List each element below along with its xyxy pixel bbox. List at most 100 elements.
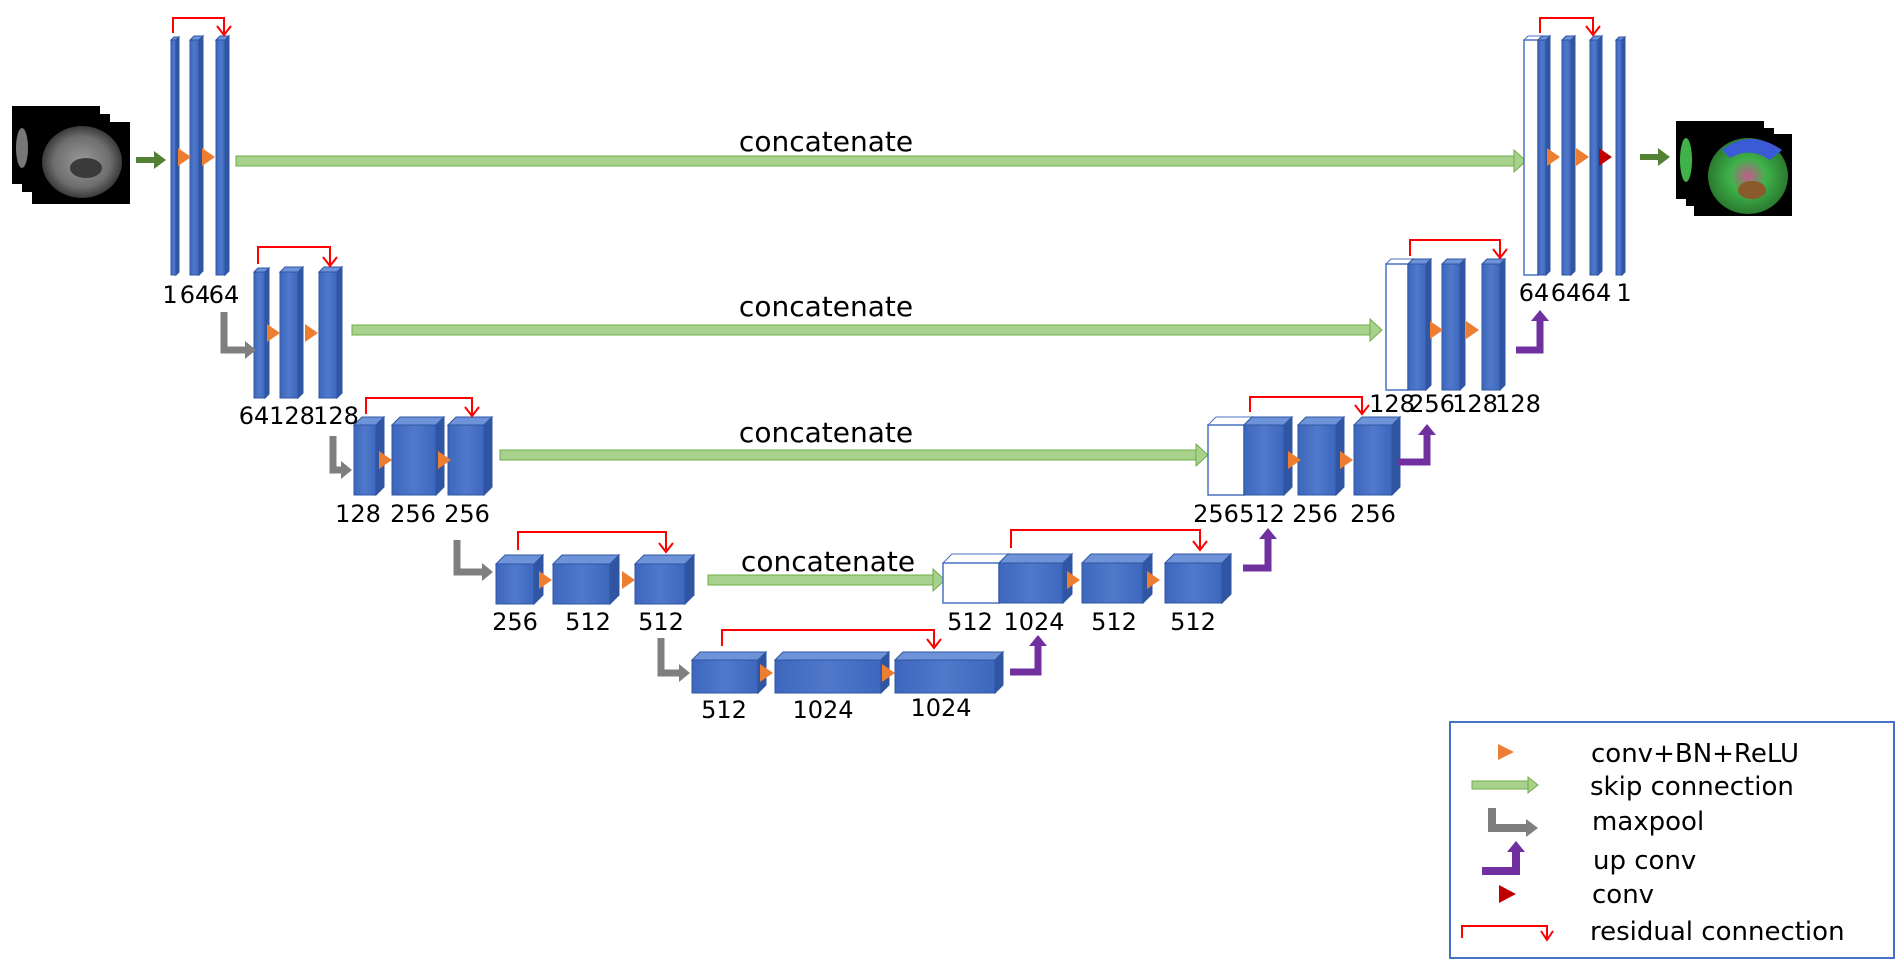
- channel-label: 512: [1170, 608, 1216, 636]
- channel-label: 256: [492, 608, 538, 636]
- residual-connection: [517, 531, 674, 554]
- residual-path: [365, 397, 473, 414]
- block-side-face: [483, 415, 493, 497]
- feature-block: [1440, 257, 1467, 392]
- skip-arrow-shaft: [499, 449, 1197, 461]
- residual-connection: [1010, 529, 1208, 552]
- up-conv-path: [1010, 645, 1042, 676]
- feature-block: [551, 553, 621, 606]
- concatenate-label-1: concatenate: [739, 125, 913, 158]
- conv-bn-relu-marker: [760, 664, 773, 682]
- feature-block: [252, 266, 271, 400]
- channel-label: 256: [1292, 500, 1338, 528]
- block-top-face: [1080, 553, 1154, 564]
- block-front-face: [495, 563, 535, 605]
- block-front-face: [1081, 562, 1144, 604]
- residual-arrowhead: [464, 406, 480, 418]
- conv-bn-relu-marker: [539, 571, 552, 589]
- skip-arrow: [707, 567, 946, 593]
- feature-block: [278, 265, 305, 400]
- channel-label: 512: [565, 608, 611, 636]
- maxpool-arrow: [657, 638, 690, 682]
- maxpool-path: [329, 436, 342, 474]
- residual-path: [721, 629, 935, 646]
- residual-arrowhead: [1492, 248, 1508, 260]
- feature-block: [1163, 552, 1233, 605]
- residual-connection: [721, 629, 942, 650]
- residual-connection: [365, 397, 480, 418]
- conv-bn-relu-marker: [622, 571, 635, 589]
- up-conv-path: [1397, 434, 1431, 466]
- input-arrow: [136, 151, 166, 169]
- channel-label: 256: [444, 500, 490, 528]
- encoder-level1-labels: 1 64 64: [162, 281, 239, 309]
- up-conv-arrowhead: [1418, 424, 1436, 435]
- conv-bn-relu-marker: [267, 324, 280, 342]
- block-side-face: [1499, 257, 1506, 392]
- block-top-face: [690, 651, 768, 661]
- maxpool-arrowhead: [245, 341, 256, 359]
- feature-block: [446, 415, 494, 497]
- conv-bn-relu-marker: [1430, 321, 1443, 339]
- channel-label: 128: [1369, 390, 1415, 418]
- maxpool-arrow: [220, 312, 256, 359]
- feature-block: [1080, 552, 1154, 605]
- up-conv-arrow: [1010, 635, 1047, 676]
- feature-block: [1406, 257, 1433, 392]
- maxpool-arrow: [453, 540, 493, 581]
- residual-path: [1249, 396, 1363, 412]
- block-front-face: [1243, 424, 1285, 496]
- block-side-face: [224, 34, 230, 277]
- block-front-face: [353, 424, 377, 496]
- block-front-face: [253, 271, 266, 399]
- legend-item-up-conv: up conv: [1482, 841, 1696, 876]
- block-side-face: [1221, 552, 1232, 605]
- up-conv-path: [1516, 320, 1544, 354]
- block-front-face: [1589, 39, 1599, 276]
- residual-path: [1539, 17, 1594, 33]
- feature-block: [1614, 35, 1627, 277]
- block-top-face: [773, 651, 891, 661]
- channel-label: 64: [1581, 279, 1612, 307]
- block-top-face: [1163, 553, 1233, 564]
- feature-block: [1242, 415, 1294, 497]
- output-image-stack: [1676, 121, 1792, 216]
- maxpool-arrowhead: [482, 563, 493, 581]
- maxpool-path: [657, 638, 680, 677]
- block-front-face: [1561, 39, 1572, 276]
- feature-blocks: [169, 34, 1627, 695]
- decoder-level1-labels: 64 64 64 1: [1519, 279, 1632, 307]
- feature-block: [390, 415, 446, 497]
- legend-item-conv-bn-relu: conv+BN+ReLU: [1498, 739, 1799, 769]
- block-front-face: [1615, 39, 1623, 276]
- conv-bn-relu-marker: [882, 664, 895, 682]
- residual-path: [1010, 529, 1201, 548]
- block-front-face: [774, 659, 882, 694]
- maxpool-path: [453, 540, 483, 576]
- feature-block: [773, 650, 891, 695]
- gray-elbow-arrow-icon: [1488, 808, 1528, 832]
- skip-connections: [235, 148, 1527, 593]
- residual-arrowhead: [1585, 25, 1601, 37]
- feature-block: [214, 34, 231, 277]
- legend-item-skip-connection: skip connection: [1471, 772, 1794, 802]
- legend-item-conv: conv: [1499, 880, 1654, 910]
- conv-bn-relu-marker: [305, 324, 318, 342]
- feature-block: [1480, 257, 1507, 392]
- channel-label: 512: [638, 608, 684, 636]
- channel-label: 1024: [1003, 608, 1064, 636]
- block-side-face: [609, 553, 620, 606]
- concat-feature-block: [941, 552, 1010, 605]
- maxpool-arrowhead: [341, 461, 352, 479]
- conv-marker: [1599, 148, 1612, 166]
- block-front-face: [318, 271, 338, 399]
- block-side-face: [1459, 257, 1466, 392]
- conv-bn-relu-marker: [438, 451, 451, 469]
- channel-label: 128: [1452, 390, 1498, 418]
- feature-block: [494, 553, 545, 606]
- bottleneck-labels: 512 1024 1024: [701, 694, 971, 724]
- block-side-face: [684, 553, 695, 606]
- channel-label: 1: [162, 281, 177, 309]
- red-triangle-icon: [1499, 885, 1516, 903]
